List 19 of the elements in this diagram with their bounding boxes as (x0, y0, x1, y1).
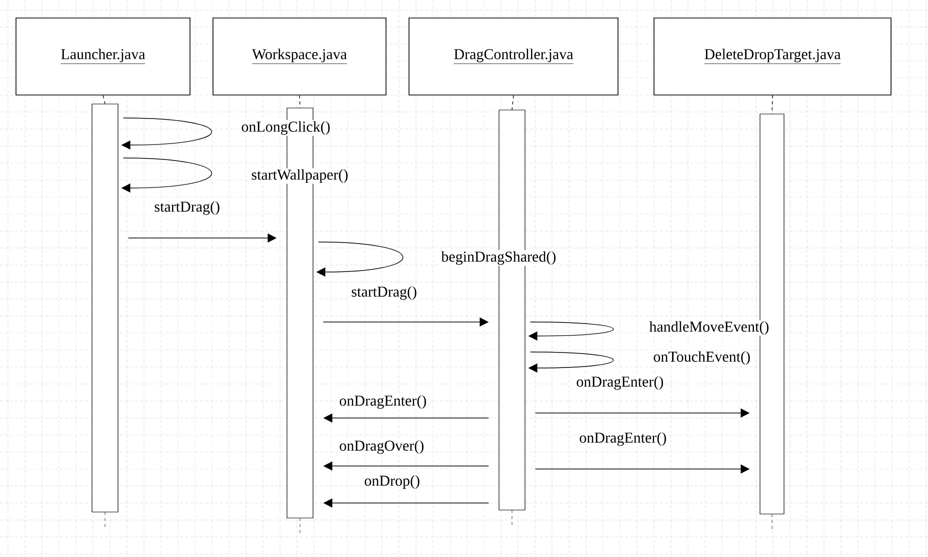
activation-bar (92, 104, 118, 512)
edge-label: startWallpaper() (250, 168, 350, 184)
class-box: Launcher.java (16, 18, 190, 96)
edge-label: startDrag() (153, 200, 221, 216)
edge-label: beginDragShared() (440, 250, 558, 266)
class-box: DeleteDropTarget.java (654, 18, 892, 96)
lifeline (102, 95, 106, 104)
edge-label: onDragOver() (338, 439, 426, 455)
edge-label: onDragEnter() (338, 394, 428, 410)
edge-label: onDrop() (363, 474, 422, 490)
edge-label: handleMoveEvent() (648, 320, 770, 336)
edge-label: onDragEnter() (578, 431, 668, 447)
edge-label: onDragEnter() (575, 375, 665, 391)
edge-label: onLongClick() (240, 120, 332, 136)
class-box: DragController.java (408, 18, 618, 96)
lifeline (512, 95, 514, 110)
class-box: Workspace.java (212, 18, 386, 96)
edge-label: startDrag() (350, 285, 418, 301)
edge-label: onTouchEvent() (652, 350, 752, 366)
